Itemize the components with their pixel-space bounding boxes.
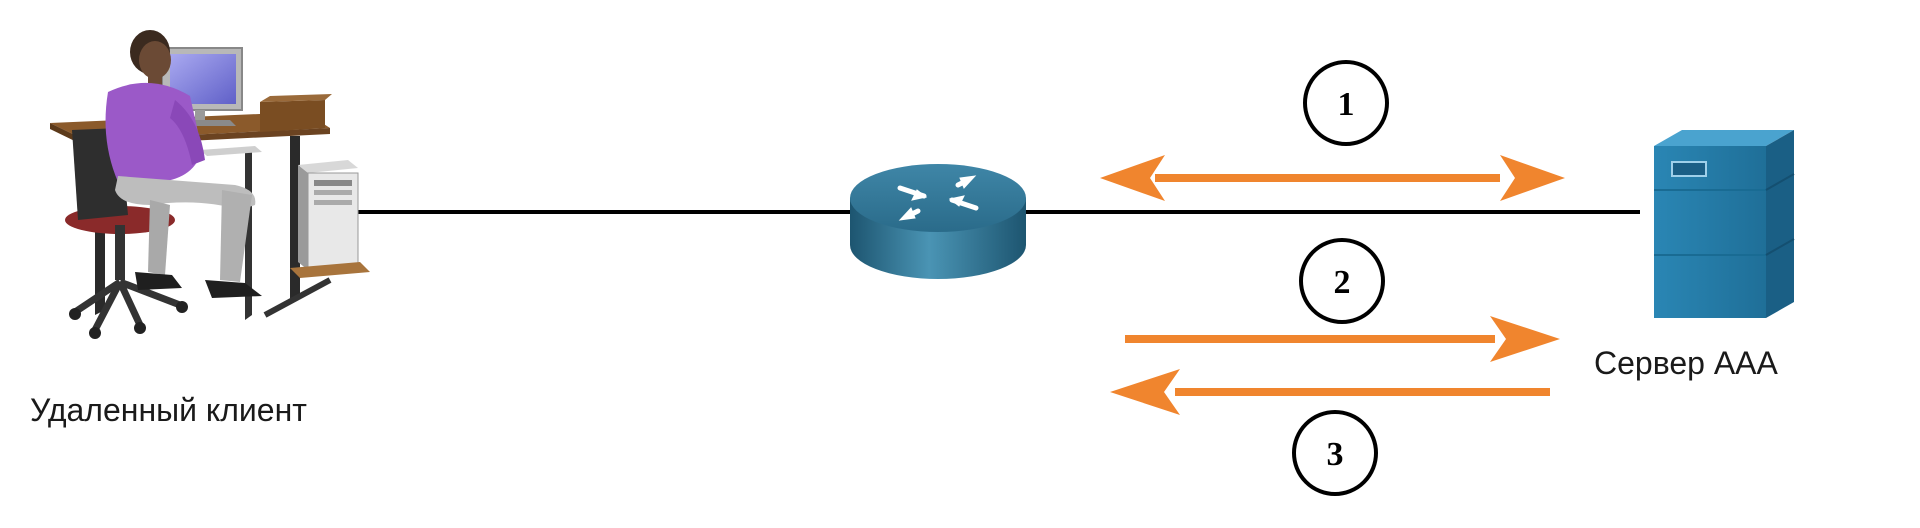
step-3-number: 3 xyxy=(1327,436,1344,473)
aaa-server-icon xyxy=(1654,130,1795,318)
step-2-number: 2 xyxy=(1334,264,1351,301)
step-2-marker: 2 xyxy=(1299,238,1385,324)
remote-user-workstation-icon xyxy=(50,30,370,339)
arrow-step-2-to-server xyxy=(1125,316,1560,362)
arrow-step-3-to-router xyxy=(1110,369,1550,415)
step-3-marker: 3 xyxy=(1292,410,1378,496)
remote-client-label: Удаленный клиент xyxy=(30,392,307,428)
step-1-number: 1 xyxy=(1338,86,1355,123)
arrow-step-1-bidirectional xyxy=(1100,155,1565,201)
aaa-server-label: Сервер AAA xyxy=(1594,345,1778,381)
arrows xyxy=(1100,155,1565,415)
router-icon xyxy=(850,164,1026,279)
step-1-marker: 1 xyxy=(1303,60,1389,146)
